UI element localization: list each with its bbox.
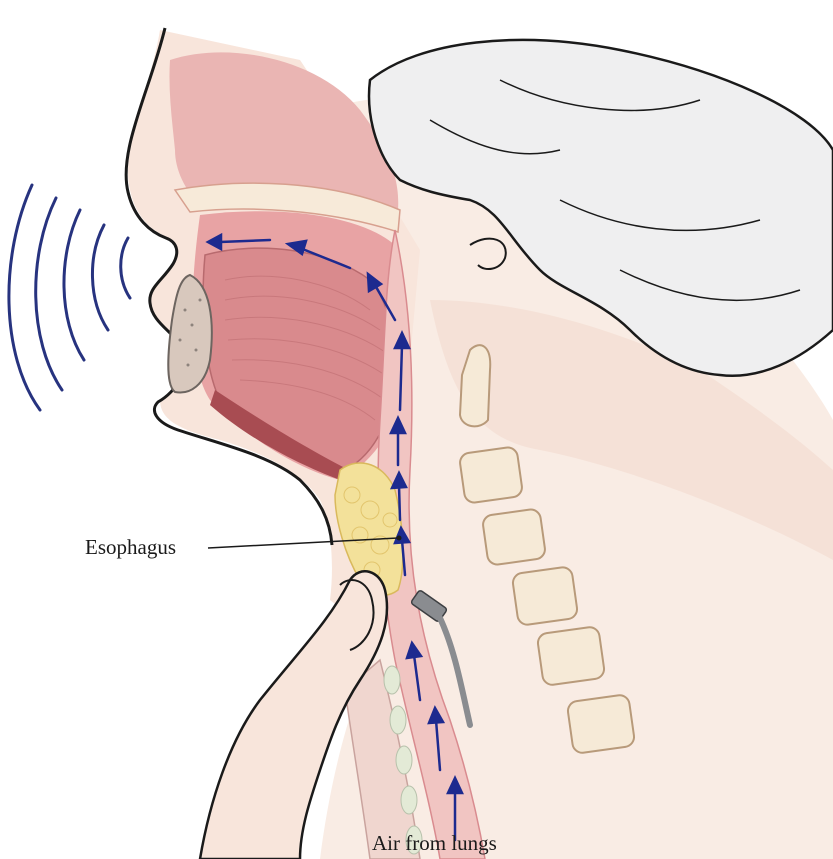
vertebra-c5 <box>537 626 606 686</box>
sound-wave-icon <box>36 198 62 390</box>
sound-waves <box>9 185 130 410</box>
vertebra-c4 <box>512 566 579 626</box>
sound-wave-icon <box>121 238 130 298</box>
sound-wave-icon <box>92 225 108 330</box>
sound-wave-icon <box>64 210 84 360</box>
air-from-lungs-label: Air from lungs <box>372 831 497 855</box>
vertebra-c6 <box>567 694 636 754</box>
vertebra-c2 <box>459 446 523 504</box>
vertebra-c3 <box>482 508 546 566</box>
esophagus-leader-dot <box>397 536 402 541</box>
esophagus-label: Esophagus <box>85 535 176 559</box>
